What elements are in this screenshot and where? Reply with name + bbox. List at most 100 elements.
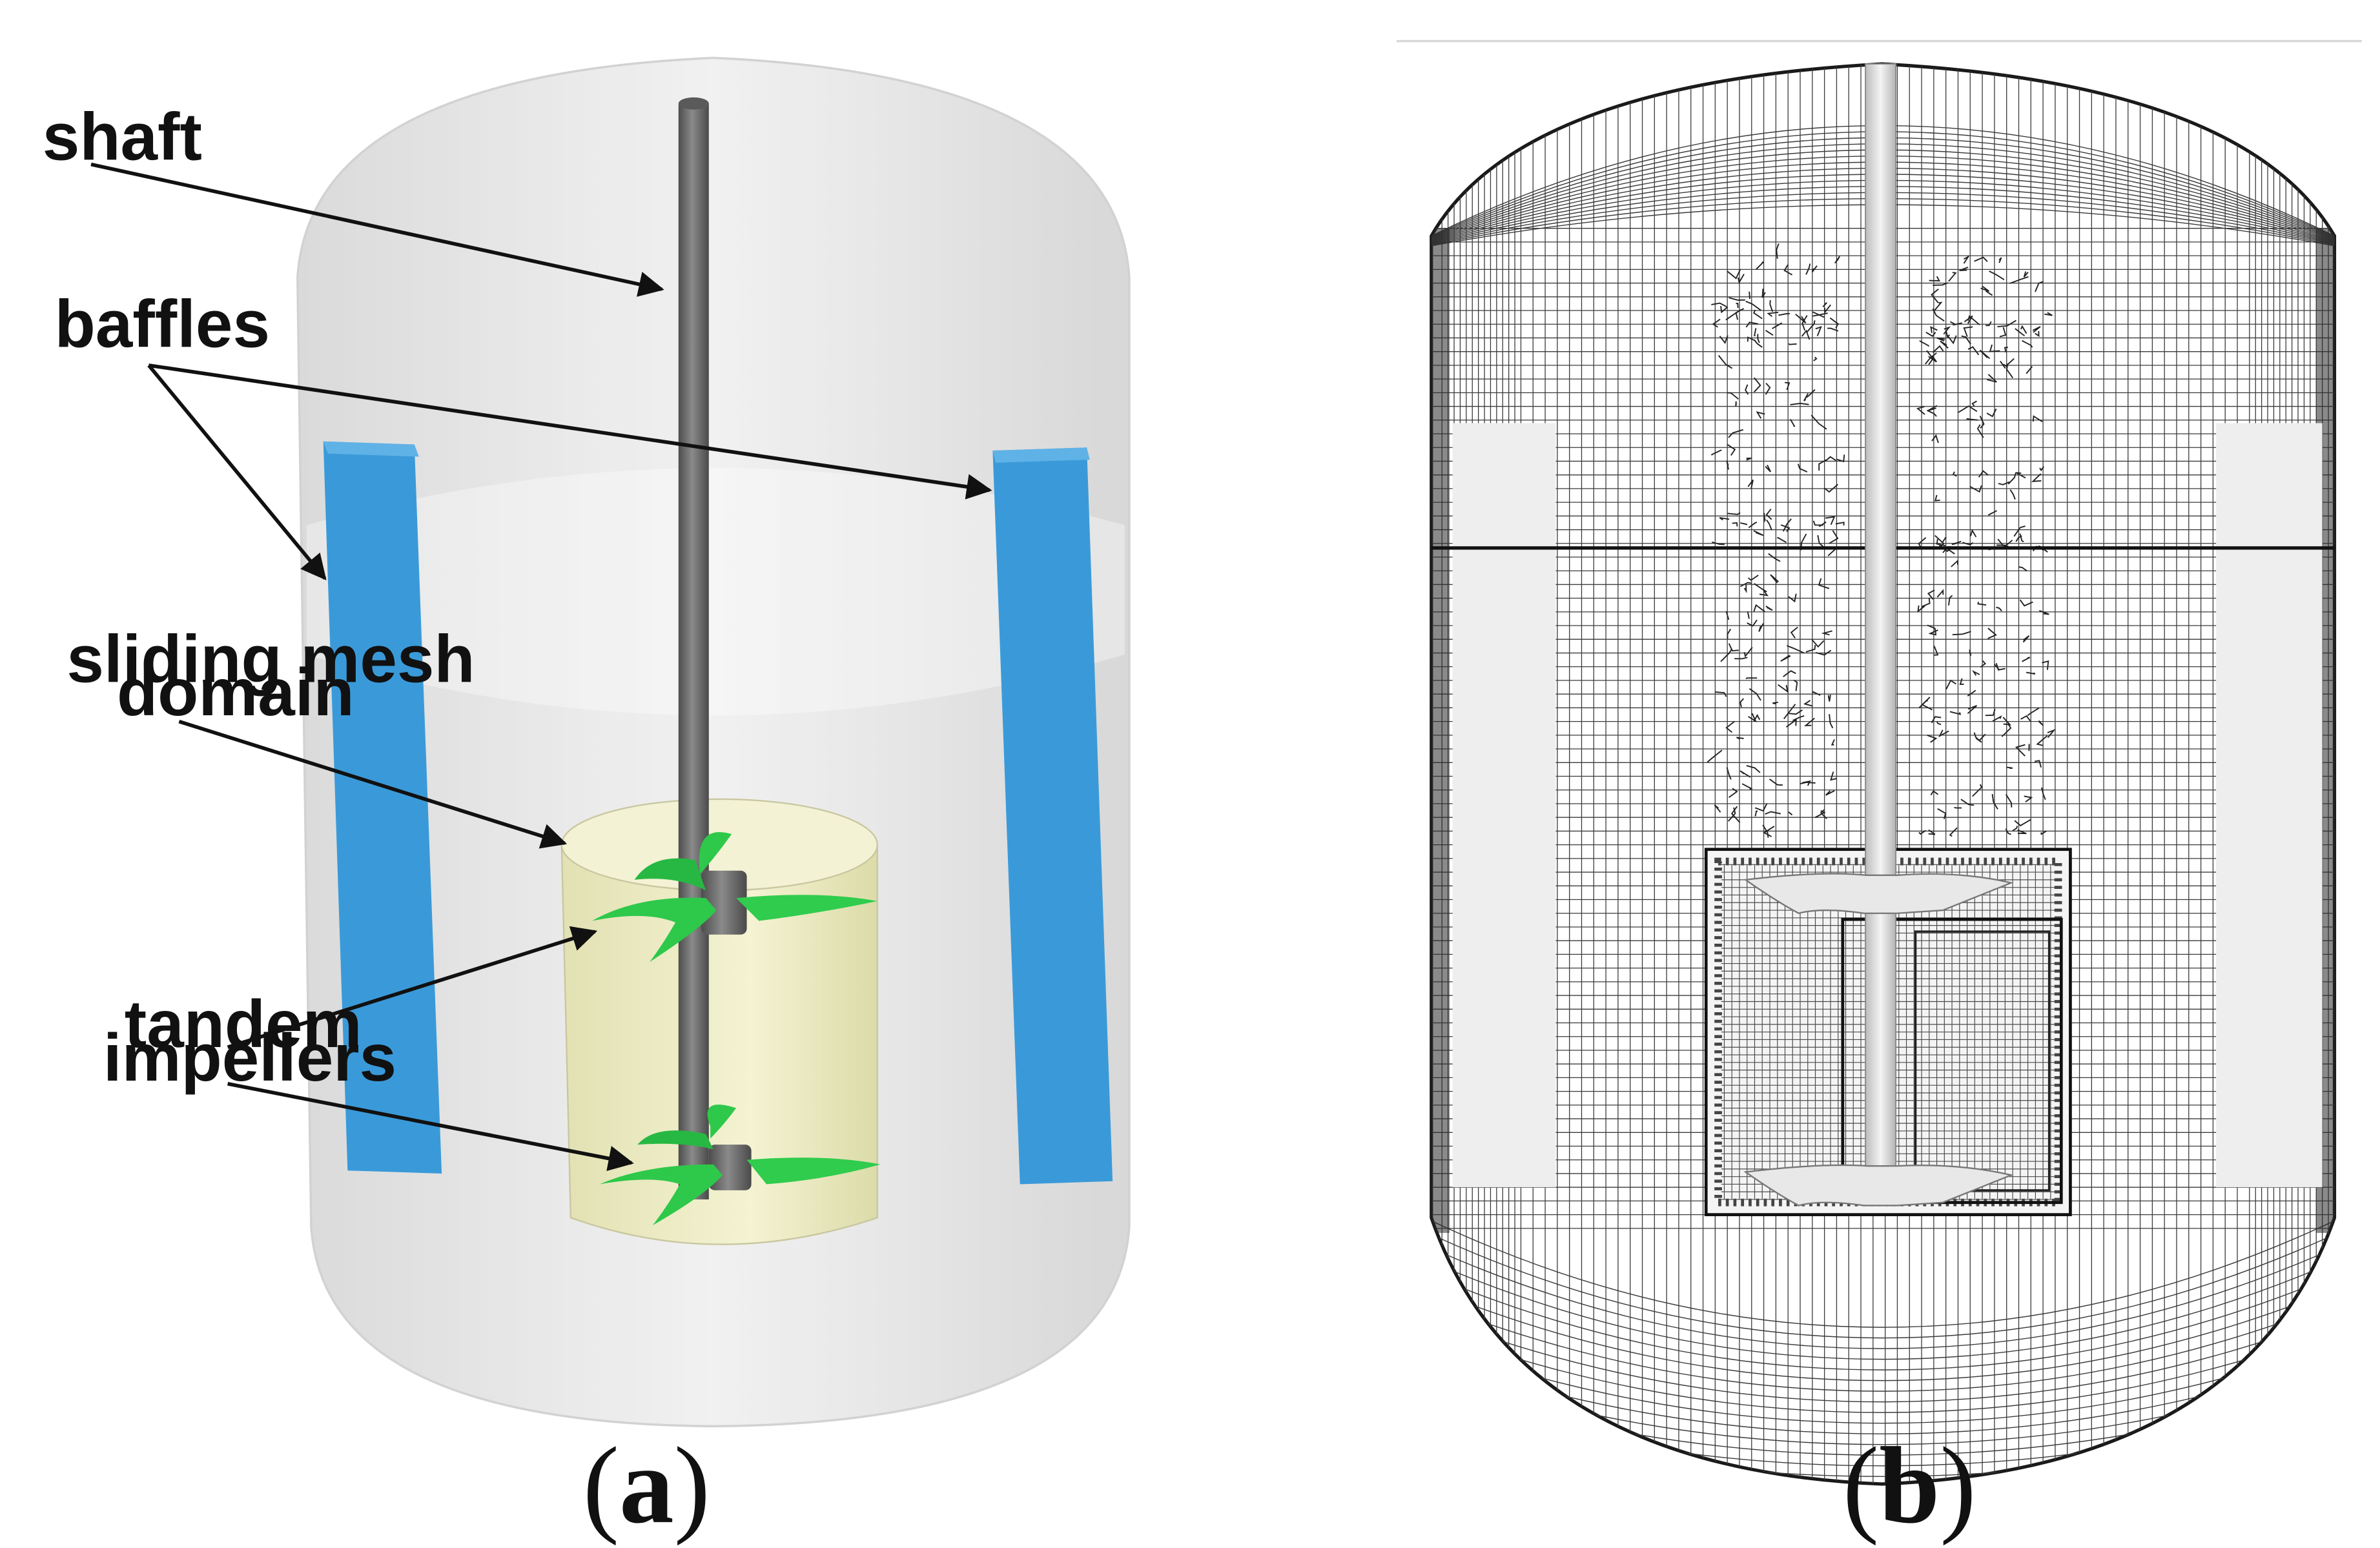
mesh-irregular-cell — [1761, 289, 1766, 298]
mesh-irregular-cell — [1783, 670, 1796, 678]
mesh-irregular-cell — [1772, 322, 1783, 329]
mesh-irregular-cell — [1952, 471, 1957, 477]
mesh-arc-bottom — [1431, 1275, 2335, 1370]
mesh-irregular-cell — [1963, 255, 1970, 264]
mesh-irregular-cell — [1803, 393, 1809, 402]
mesh-irregular-cell — [1962, 542, 1974, 545]
mesh-irregular-cell — [2009, 489, 2016, 500]
mesh-irregular-cell — [2026, 671, 2036, 675]
mesh-irregular-cell — [1933, 282, 1949, 286]
mesh-irregular-cell — [2026, 366, 2033, 374]
mesh-irregular-cell — [1766, 519, 1772, 531]
mesh-irregular-cell — [1931, 288, 1939, 303]
mesh-irregular-cell — [1936, 589, 1944, 598]
mesh-irregular-cell — [2005, 828, 2011, 835]
mesh-irregular-cell — [1948, 272, 1957, 282]
mesh-irregular-cell — [1985, 290, 1993, 296]
mesh-irregular-cell — [1727, 443, 1736, 456]
mesh-irregular-cell — [2023, 271, 2029, 278]
mesh-irregular-cell — [1811, 639, 1825, 648]
mesh-irregular-cell — [1767, 311, 1779, 317]
mesh-irregular-cell — [1985, 708, 1996, 717]
panel-b: (b) — [1396, 39, 2362, 1546]
mesh-irregular-cell — [1805, 389, 1816, 398]
mesh-irregular-cell — [2000, 361, 2006, 369]
mesh-irregular-cell — [1720, 306, 1729, 314]
mesh-irregular-cell — [1980, 285, 1990, 292]
mesh-irregular-cell — [1790, 626, 1798, 639]
mesh-irregular-cell — [1745, 300, 1761, 311]
mesh-irregular-cell — [1942, 537, 1947, 543]
mesh-irregular-cell — [1790, 402, 1809, 405]
mesh-irregular-cell — [1780, 655, 1791, 662]
mesh-irregular-cell — [2035, 281, 2044, 292]
mesh-irregular-cell — [1997, 320, 2016, 328]
label-tandem-line1: tandem — [125, 986, 362, 1061]
mesh-irregular-cell — [1785, 382, 1790, 391]
mesh-irregular-cell — [2005, 793, 2013, 808]
mesh-irregular-cell — [1772, 701, 1778, 705]
mesh-irregular-cell — [1936, 721, 1942, 726]
mesh-irregular-cell — [2013, 525, 2026, 537]
mesh-irregular-cell — [1825, 456, 1836, 462]
mesh-arc-bottom — [1431, 1288, 2335, 1381]
mesh-irregular-cell — [1995, 663, 2006, 671]
mesh-irregular-cell — [2019, 599, 2033, 607]
mesh-irregular-cell — [2035, 331, 2040, 338]
mesh-irregular-cell — [1930, 326, 1938, 333]
mesh-irregular-cell — [1972, 784, 1983, 797]
mesh-irregular-cell — [1918, 830, 1927, 835]
mesh-irregular-cell — [2032, 415, 2043, 423]
mesh-irregular-cell — [1710, 449, 1722, 456]
impeller-upper — [591, 831, 877, 962]
caption-a: (a) — [583, 1425, 710, 1546]
mesh-irregular-cell — [1820, 809, 1827, 819]
mesh-irregular-cell — [1818, 578, 1830, 589]
mesh-irregular-cell — [2040, 787, 2046, 800]
mesh-irregular-cell — [1835, 522, 1845, 526]
mesh-irregular-cell — [1765, 508, 1772, 520]
mesh-irregular-cell — [1929, 276, 1941, 282]
mesh-shaft — [1865, 63, 1897, 1203]
mesh-irregular-cell — [2039, 466, 2045, 472]
mesh-irregular-cell — [2015, 328, 2025, 336]
mesh-irregular-cell — [1963, 326, 1973, 337]
mesh-irregular-cell — [1726, 767, 1732, 780]
mesh-irregular-cell — [2016, 472, 2026, 479]
mesh-irregular-cell — [1758, 623, 1764, 632]
mesh-irregular-cell — [1728, 429, 1743, 438]
mesh-irregular-cell — [2007, 472, 2016, 485]
mesh-irregular-cell — [1765, 811, 1781, 815]
mesh-irregular-cell — [1977, 602, 1987, 606]
mesh-irregular-cell — [1749, 291, 1750, 300]
mesh-irregular-cell — [1987, 374, 1997, 383]
mesh-irregular-cell — [1928, 829, 1936, 835]
mesh-irregular-cell — [1927, 735, 1938, 743]
mesh-irregular-cell — [1931, 434, 1939, 443]
leader-lines — [90, 162, 992, 1172]
label-baffles: baffles — [55, 286, 270, 361]
mesh-irregular-cell — [1756, 411, 1765, 419]
mesh-irregular-cell — [1763, 826, 1775, 837]
mesh-irregular-cell — [1777, 537, 1787, 544]
mesh-irregular-cell — [1940, 340, 1949, 349]
mesh-irregular-cell — [1812, 691, 1821, 696]
mesh-irregular-cell — [1976, 424, 1984, 438]
mesh-arc-bottom — [1431, 1247, 2335, 1349]
mesh-irregular-cell — [1785, 718, 1797, 728]
mesh-irregular-cell — [1759, 589, 1769, 596]
mesh-irregular-cell — [1719, 335, 1729, 345]
mesh-irregular-cell — [1736, 737, 1744, 740]
mesh-irregular-cell — [1829, 530, 1839, 544]
mesh-impeller-lower — [1743, 1164, 2014, 1207]
mesh-arc-bottom — [1431, 1261, 2335, 1360]
mesh-irregular-cell — [1745, 321, 1758, 328]
mesh-irregular-cell — [1787, 645, 1805, 654]
mesh-irregular-cell — [1754, 377, 1761, 392]
mesh-irregular-cell — [1945, 330, 1951, 338]
mesh-grid — [1431, 64, 2335, 1484]
mesh-irregular-cell — [1792, 715, 1805, 722]
mesh-irregular-cell — [2022, 635, 2030, 643]
mesh-irregular-cell — [1748, 575, 1759, 581]
